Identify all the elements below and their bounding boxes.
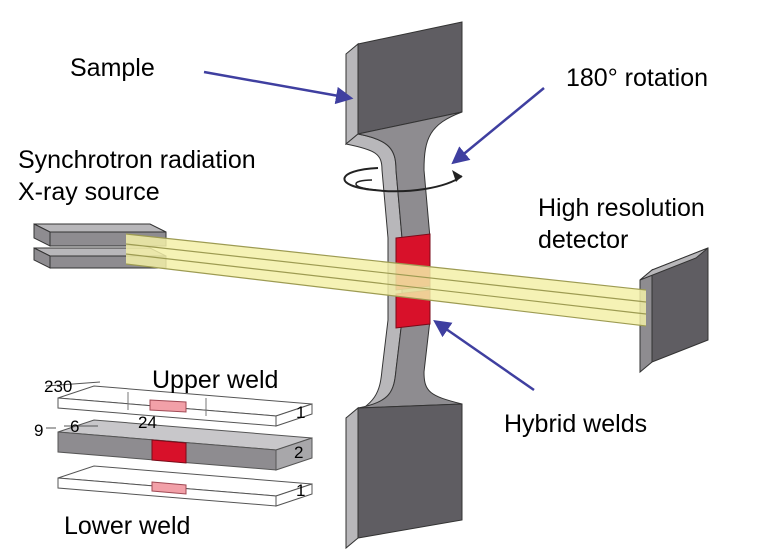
dim-offset: 6 bbox=[70, 417, 79, 436]
label-lower-weld: Lower weld bbox=[64, 512, 190, 540]
upper-weld-patch bbox=[149, 399, 187, 413]
label-detector-line1: High resolution bbox=[538, 194, 705, 222]
dim-weld-width: 24 bbox=[138, 413, 157, 432]
dim-height: 9 bbox=[34, 421, 43, 440]
label-detector-line2: detector bbox=[538, 226, 628, 254]
hybrid-welds-arrow bbox=[433, 320, 535, 392]
label-upper-weld: Upper weld bbox=[152, 366, 278, 394]
label-hybrid-welds: Hybrid welds bbox=[504, 410, 647, 438]
weld-inset bbox=[45, 381, 313, 507]
label-source-line2: X-ray source bbox=[18, 178, 160, 206]
label-sample: Sample bbox=[70, 54, 155, 82]
dim-thickness-lower: 1 bbox=[296, 481, 305, 500]
label-rotation: 180° rotation bbox=[566, 64, 708, 92]
sample-arrow bbox=[203, 70, 354, 105]
pointer-arrows bbox=[203, 70, 545, 392]
label-source-line1: Synchrotron radiation bbox=[18, 146, 256, 174]
rotation-pointer-arrow bbox=[451, 87, 545, 165]
middle-weld-patch bbox=[151, 439, 187, 464]
dim-thickness-upper: 1 bbox=[296, 403, 305, 422]
rotation-arrow bbox=[343, 167, 463, 193]
dim-length: 230 bbox=[44, 377, 72, 396]
dim-thickness-middle: 2 bbox=[294, 443, 303, 462]
xray-beam bbox=[125, 233, 647, 327]
detector-panel bbox=[639, 247, 709, 374]
lower-weld-patch bbox=[151, 481, 187, 495]
